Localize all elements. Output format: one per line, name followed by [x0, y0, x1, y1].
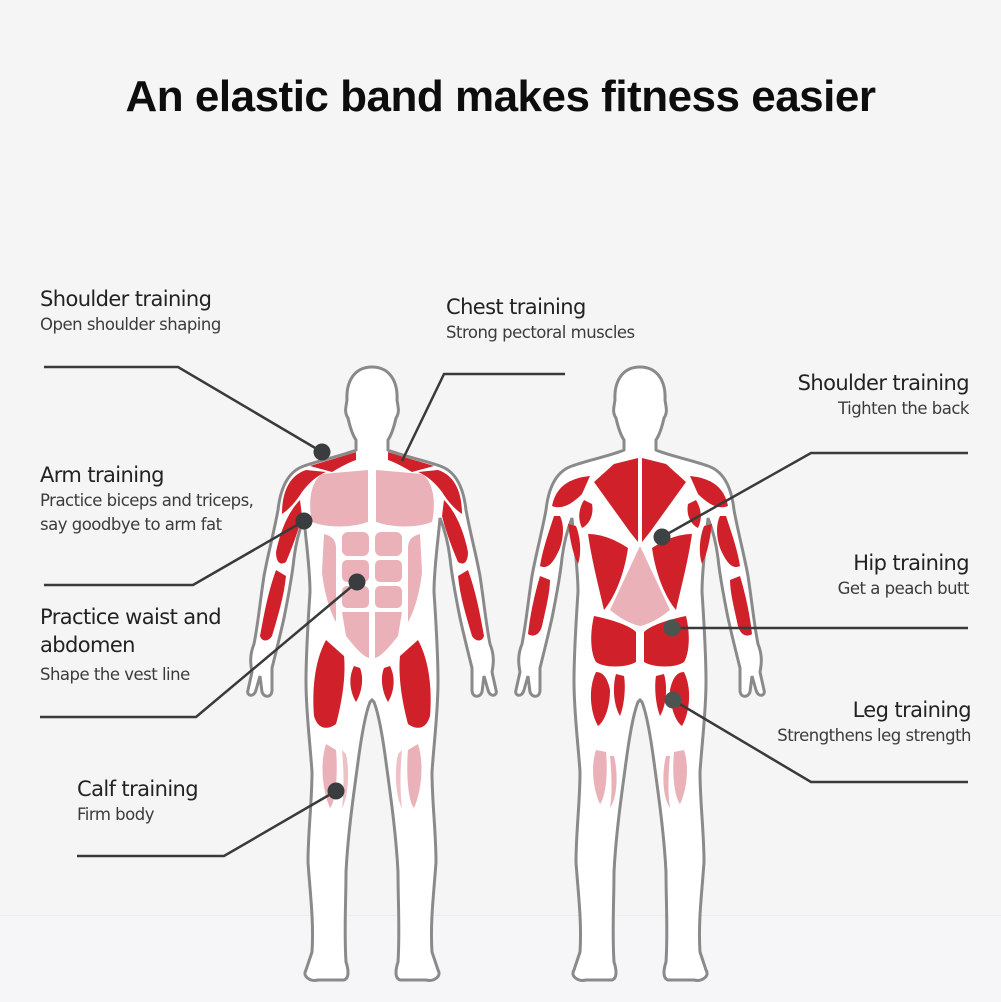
marker-hip [663, 619, 681, 637]
callout-heading: Arm training [40, 463, 165, 487]
callout-chest: Chest training Strong pectoral muscles [446, 293, 635, 345]
leader-line-waist [40, 581, 358, 719]
leader-line-chest [400, 372, 565, 462]
marker-waist [348, 573, 366, 591]
callout-heading: abdomen [40, 633, 135, 657]
front-pectoral-left [310, 470, 368, 527]
markers [295, 443, 682, 800]
front-trapezius-right [388, 452, 434, 472]
callout-arm: Arm training Practice biceps and triceps… [40, 461, 254, 537]
back-lat-left [588, 534, 628, 610]
callout-calf: Calf training Firm body [77, 775, 199, 827]
leader-line-shoulder-back [661, 451, 968, 539]
marker-shoulder-back [653, 528, 671, 546]
back-hamstring-left-outer [590, 672, 610, 726]
front-body-silhouette [246, 365, 498, 982]
callout-description: Get a peach butt [837, 579, 970, 598]
callout-heading: Hip training [853, 551, 969, 575]
front-bicep-left [276, 500, 302, 564]
marker-calf [327, 782, 345, 800]
back-body-silhouette [514, 365, 766, 982]
front-deltoid-left [282, 470, 326, 514]
callout-leg: Leg training Strengthens leg strength [777, 696, 971, 748]
callout-shoulder-front: Shoulder training Open shoulder shaping [40, 285, 221, 337]
callout-description: Shape the vest line [40, 665, 190, 684]
leader-line-shoulder-front [44, 365, 323, 454]
front-body-figure [246, 365, 498, 982]
back-trapezius-left [594, 458, 638, 542]
front-pectoral-right [376, 470, 434, 527]
front-adductor-right [381, 666, 394, 702]
callout-description: Strong pectoral muscles [446, 323, 635, 342]
bottom-band [0, 915, 1001, 1002]
callout-heading: Practice waist and [40, 605, 222, 629]
back-forearm-right [730, 576, 752, 636]
front-adductor-left [350, 666, 363, 702]
front-deltoid-right [418, 470, 462, 514]
leader-lines [40, 365, 968, 858]
back-trapezius-right [642, 458, 686, 542]
front-calf-right [407, 744, 422, 808]
marker-leg [664, 691, 682, 709]
back-deltoid-right [690, 476, 728, 508]
back-tricep-left [540, 516, 563, 568]
back-lower-back [610, 546, 670, 626]
leader-line-leg [672, 698, 968, 784]
back-tricep-right [717, 516, 740, 568]
leader-line-arm [44, 519, 305, 587]
front-quad-right [399, 640, 431, 728]
back-calf-left [593, 750, 607, 804]
callout-waist: Practice waist and abdomen Shape the ves… [40, 603, 222, 687]
back-calf-right [673, 750, 687, 804]
callout-heading: Shoulder training [40, 287, 212, 311]
marker-arm [295, 512, 313, 530]
callout-heading: Shoulder training [797, 371, 970, 395]
back-forearm-left [528, 576, 550, 636]
callout-description: say goodbye to arm fat [40, 515, 222, 534]
front-forearm-right [458, 570, 484, 641]
callout-heading: Calf training [77, 777, 199, 801]
callout-description: Firm body [77, 805, 155, 824]
callout-description: Practice biceps and triceps, [40, 491, 254, 510]
callout-shoulder-back: Shoulder training Tighten the back [797, 369, 970, 421]
callout-heading: Leg training [852, 698, 972, 722]
back-deltoid-left [552, 476, 590, 508]
back-body-figure [514, 365, 766, 982]
front-bicep-right [442, 500, 468, 564]
callout-heading: Chest training [446, 295, 586, 319]
marker-shoulder-front [313, 443, 331, 461]
leader-line-calf [77, 789, 337, 858]
front-quad-left [313, 640, 345, 728]
front-trapezius-left [310, 452, 356, 472]
page-title: An elastic band makes fitness easier [125, 72, 876, 121]
callout-description: Tighten the back [838, 399, 969, 418]
callout-description: Open shoulder shaping [40, 315, 221, 334]
back-glute-left [591, 616, 636, 667]
callout-hip: Hip training Get a peach butt [837, 549, 970, 601]
callout-description: Strengthens leg strength [777, 726, 971, 745]
front-forearm-left [260, 570, 286, 641]
back-lat-right [652, 534, 692, 610]
